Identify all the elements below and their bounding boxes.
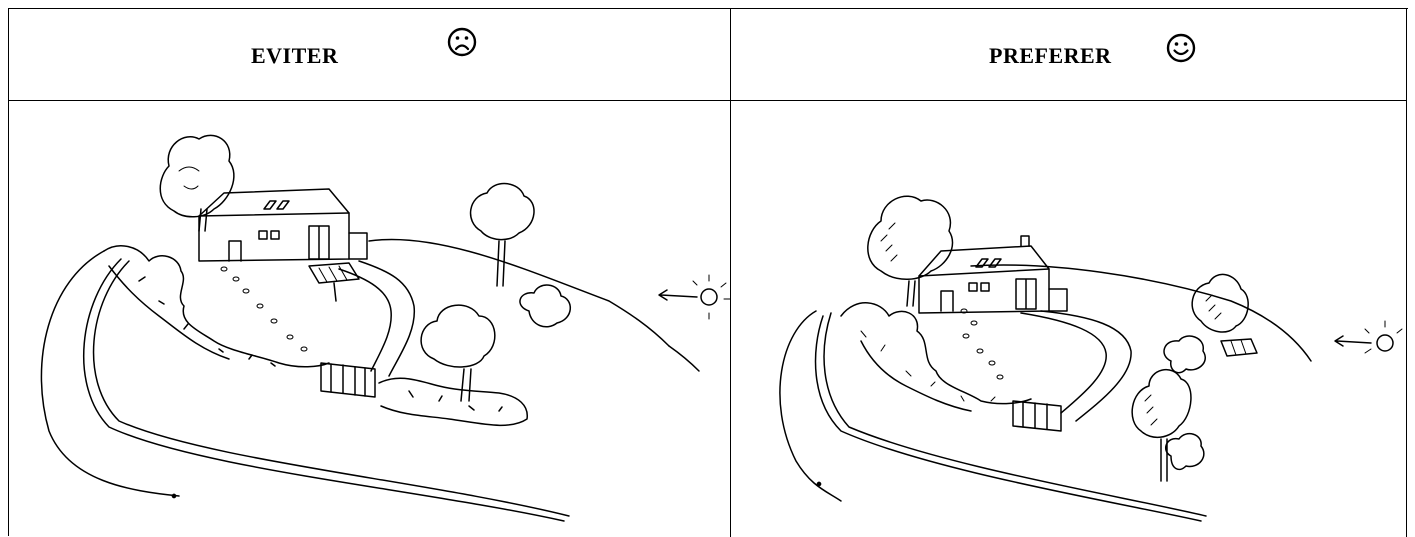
landscape-sketch-preferer [731,101,1407,537]
smiling-face-icon [1166,33,1196,63]
sketch-cell-preferer [731,101,1407,537]
frowning-face-icon [447,27,477,57]
comparison-table: EVITER PREFERER [8,8,1408,536]
header-cell-eviter: EVITER [9,9,731,101]
preferer-label: PREFERER [989,43,1112,69]
sketch-cell-eviter [9,101,731,537]
landscape-sketch-eviter [9,101,731,537]
header-cell-preferer: PREFERER [731,9,1407,101]
eviter-label: EVITER [251,43,338,69]
